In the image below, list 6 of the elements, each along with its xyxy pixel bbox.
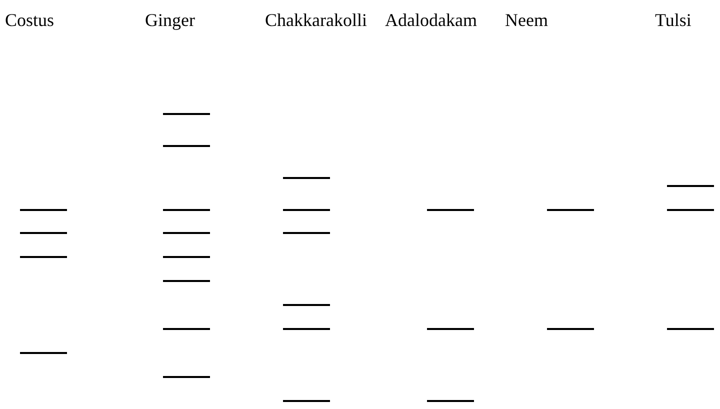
lane-label: Chakkarakolli (265, 9, 368, 32)
lane-label: Ginger (145, 9, 196, 32)
lane-label: Tulsi (655, 9, 692, 32)
lane-label: Neem (505, 9, 549, 32)
lane-label: Costus (5, 9, 56, 32)
lane-label: Adalodakam (385, 9, 477, 32)
